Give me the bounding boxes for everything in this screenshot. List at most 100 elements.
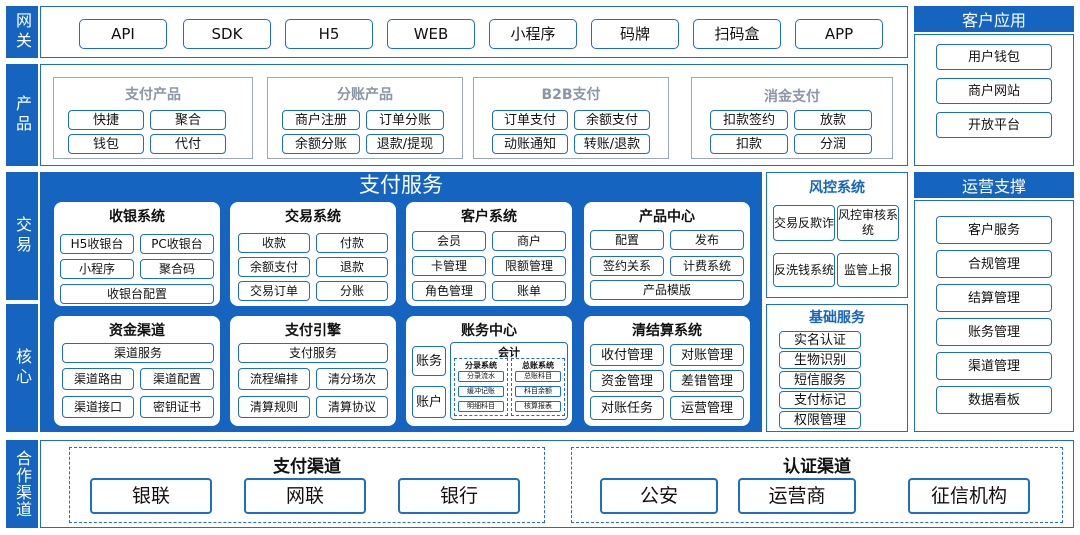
fund-item[interactable]: 渠道接口 [62,396,134,418]
engine-item[interactable]: 清分场次 [316,368,388,390]
cashier-item[interactable]: H5收银台 [60,234,134,254]
product-item[interactable]: 余额支付 [574,110,650,130]
risk-item[interactable]: 风控审核系统 [837,205,899,241]
trade-item[interactable]: 余额支付 [238,257,310,277]
gateway-h5[interactable]: H5 [285,19,373,49]
basic-item[interactable]: 支付标记 [779,391,861,409]
pay-channel-item[interactable]: 网联 [244,478,366,514]
sub-ledger-item[interactable]: 分录流水 [458,371,504,382]
basic-item[interactable]: 生物识别 [779,351,861,369]
product-center-item[interactable]: 发布 [670,230,744,250]
settlement-item[interactable]: 对账管理 [670,344,744,366]
customer-item[interactable]: 卡管理 [412,256,486,276]
basic-item[interactable]: 短信服务 [779,371,861,389]
auth-channel-item[interactable]: 运营商 [738,478,856,514]
ops-item[interactable]: 客户服务 [936,216,1052,244]
fund-item[interactable]: 渠道路由 [62,368,134,390]
fund-item[interactable]: 渠道配置 [140,368,214,390]
auth-channel-item[interactable]: 征信机构 [908,478,1030,514]
trade-item[interactable]: 付款 [316,233,388,253]
gateway-scan-box[interactable]: 扫码盒 [693,19,781,49]
product-center-item[interactable]: 产品模版 [590,280,744,300]
gateway-api[interactable]: API [79,19,167,49]
product-item[interactable]: 转账/退款 [574,134,650,154]
pay-channel-item[interactable]: 银行 [398,478,520,514]
ops-item[interactable]: 结算管理 [936,284,1052,312]
trade-item[interactable]: 收款 [238,233,310,253]
customer-app-item[interactable]: 商户网站 [936,78,1052,104]
product-item[interactable]: 扣款 [710,134,788,154]
customer-app-item[interactable]: 开放平台 [936,112,1052,138]
cashier-item[interactable]: PC收银台 [140,234,214,254]
product-item[interactable]: 退款/提现 [366,134,444,154]
engine-item[interactable]: 清算规则 [238,396,310,418]
risk-item[interactable]: 监管上报 [837,253,899,287]
risk-item[interactable]: 交易反欺诈 [773,205,835,241]
product-item[interactable]: 放款 [794,110,872,130]
sub-ledger-title: 分录系统 [465,361,497,370]
accounting-item[interactable]: 账户 [412,386,446,418]
customer-item[interactable]: 账单 [492,281,566,301]
general-ledger-item[interactable]: 科目余额 [515,386,561,397]
trade-item[interactable]: 分账 [316,281,388,301]
product-item[interactable]: 订单分账 [366,110,444,130]
product-center-item[interactable]: 签约关系 [590,256,664,276]
settlement-item[interactable]: 资金管理 [590,370,664,392]
gateway-web[interactable]: WEB [387,19,475,49]
product-item[interactable]: 余额分账 [282,134,360,154]
settlement-item[interactable]: 差错管理 [670,370,744,392]
settlement-item[interactable]: 对账任务 [590,396,664,420]
basic-item[interactable]: 权限管理 [779,411,861,429]
product-item[interactable]: 订单支付 [492,110,568,130]
ops-item[interactable]: 数据看板 [936,386,1052,414]
product-item[interactable]: 钱包 [68,134,144,154]
customer-item[interactable]: 角色管理 [412,281,486,301]
cashier-item[interactable]: 小程序 [60,259,134,279]
settlement-item[interactable]: 收付管理 [590,344,664,366]
accounting-item[interactable]: 账务 [412,346,446,376]
gateway-miniprogram[interactable]: 小程序 [489,19,577,49]
product-group-title: 支付产品 [125,87,181,103]
general-ledger-box: 总账系统 总账科目 科目余额 核算报表 [511,358,565,416]
product-center-item[interactable]: 配置 [590,230,664,250]
ops-item[interactable]: 账务管理 [936,318,1052,346]
product-item[interactable]: 商户注册 [282,110,360,130]
customer-app-item[interactable]: 用户钱包 [936,44,1052,70]
product-item[interactable]: 分润 [794,134,872,154]
cashier-item[interactable]: 聚合码 [140,259,214,279]
product-item[interactable]: 动账通知 [492,134,568,154]
product-item[interactable]: 扣款签约 [710,110,788,130]
gateway-app[interactable]: APP [795,19,883,49]
settlement-item[interactable]: 运营管理 [670,396,744,420]
product-center-item[interactable]: 计费系统 [670,256,744,276]
sub-ledger-item[interactable]: 明细科目 [458,401,504,412]
cashier-item[interactable]: 收银台配置 [60,284,214,304]
product-group-title: 消金支付 [764,89,820,105]
engine-item[interactable]: 清算协议 [316,396,388,418]
gateway-sdk[interactable]: SDK [183,19,271,49]
basic-item[interactable]: 实名认证 [779,331,861,349]
sub-ledger-item[interactable]: 缓冲记账 [458,386,504,397]
product-item[interactable]: 聚合 [150,110,226,130]
customer-item[interactable]: 商户 [492,231,566,251]
auth-channel-item[interactable]: 公安 [600,478,718,514]
ops-item[interactable]: 渠道管理 [936,352,1052,380]
sub-ledger-box: 分录系统 分录流水 缓冲记账 明细科目 [454,358,508,416]
pay-channel-item[interactable]: 银联 [90,478,212,514]
customer-item[interactable]: 会员 [412,231,486,251]
auth-channel-title: 认证渠道 [783,457,851,477]
engine-item[interactable]: 流程编排 [238,368,310,390]
product-item[interactable]: 快捷 [68,110,144,130]
general-ledger-item[interactable]: 总账科目 [515,371,561,382]
customer-item[interactable]: 限额管理 [492,256,566,276]
general-ledger-item[interactable]: 核算报表 [515,401,561,412]
fund-item[interactable]: 渠道服务 [62,343,214,363]
product-item[interactable]: 代付 [150,134,226,154]
ops-item[interactable]: 合规管理 [936,250,1052,278]
risk-item[interactable]: 反洗钱系统 [773,253,835,287]
trade-item[interactable]: 交易订单 [238,281,310,301]
engine-item[interactable]: 支付服务 [238,343,388,363]
gateway-qrcode-plate[interactable]: 码牌 [591,19,679,49]
trade-item[interactable]: 退款 [316,257,388,277]
fund-item[interactable]: 密钥证书 [140,396,214,418]
